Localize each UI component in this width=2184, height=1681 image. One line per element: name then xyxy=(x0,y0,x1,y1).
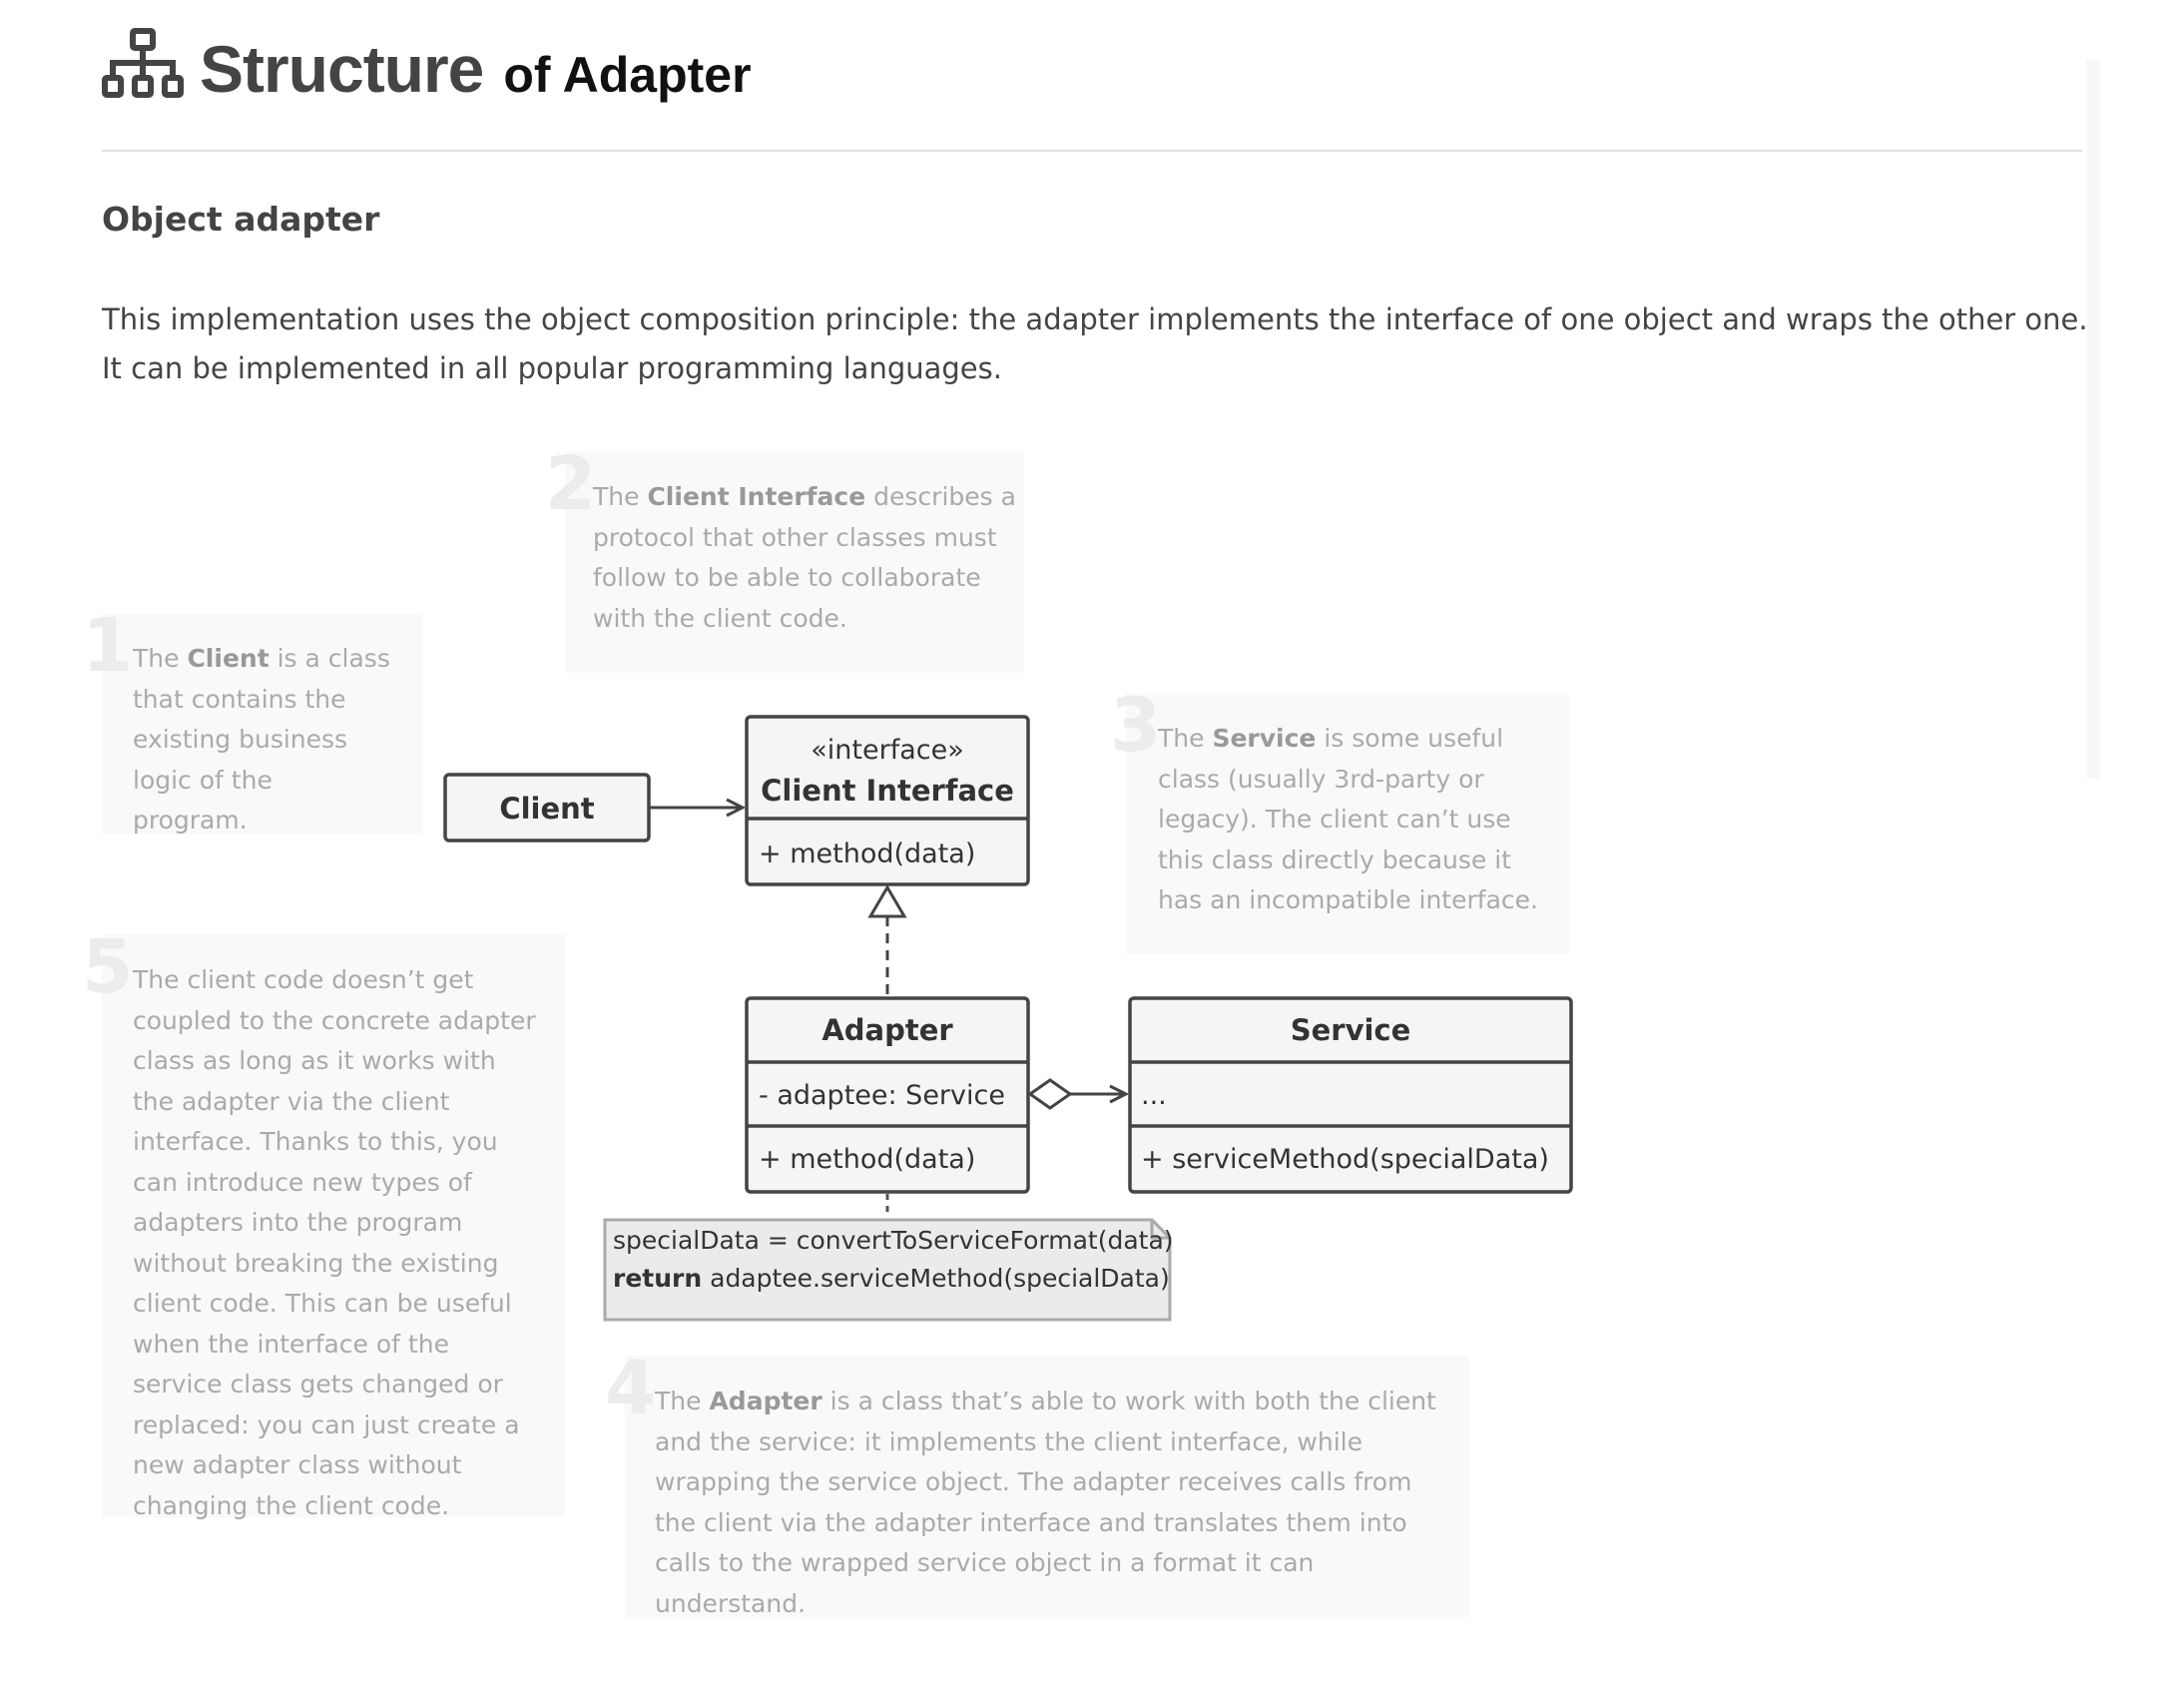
service-class-name: Service xyxy=(1291,1013,1411,1047)
interface-stereotype: «interface» xyxy=(811,735,963,766)
client-interface-name: Client Interface xyxy=(761,774,1014,808)
note-number: 2 xyxy=(545,441,597,527)
header-divider xyxy=(102,150,2082,152)
code-note-text: specialData = convertToServiceFormat(dat… xyxy=(613,1222,1174,1298)
adapter-field: - adaptee: Service xyxy=(759,1080,1005,1111)
note-text: The client code doesn’t get coupled to t… xyxy=(133,965,536,1520)
client-interface-box: «interface» Client Interface + method(da… xyxy=(745,715,1030,886)
sitemap-icon xyxy=(102,28,184,98)
realization-triangle xyxy=(867,884,907,918)
aggregation-diamond xyxy=(1027,1078,1073,1110)
page-header: Structure of Adapter xyxy=(102,28,752,102)
note-text: The Client Interface describes a protoco… xyxy=(593,482,1016,633)
note-5: 5 The client code doesn’t get coupled to… xyxy=(82,930,565,1520)
client-class-name: Client xyxy=(499,792,594,826)
note-text: The Service is some useful class (usuall… xyxy=(1158,724,1538,914)
note-1: 1 The Client is a class that contains th… xyxy=(82,609,423,835)
note-text: The Client is a class that contains the … xyxy=(133,644,390,835)
adapter-class-name: Adapter xyxy=(821,1013,953,1047)
service-method: + serviceMethod(specialData) xyxy=(1141,1144,1549,1175)
code-line-1: specialData = convertToServiceFormat(dat… xyxy=(613,1226,1174,1255)
code-note-box xyxy=(603,1218,1172,1322)
note-number: 1 xyxy=(82,603,134,689)
service-field: ... xyxy=(1141,1080,1167,1111)
note-2: 2 The Client Interface describes a proto… xyxy=(545,447,1024,673)
page-subtitle: of Adapter xyxy=(503,47,752,103)
section-heading: Object adapter xyxy=(102,200,380,239)
adapter-method: + method(data) xyxy=(759,1144,975,1175)
adapter-class-box: Adapter - adaptee: Service + method(data… xyxy=(745,996,1030,1194)
page-title: Structure xyxy=(200,32,484,106)
note-4: 4 The Adapter is a class that’s able to … xyxy=(605,1352,1469,1618)
service-class-box: Service ... + serviceMethod(specialData) xyxy=(1128,996,1573,1194)
client-interface-method: + method(data) xyxy=(759,839,975,869)
code-line-2: return adaptee.serviceMethod(specialData… xyxy=(613,1264,1170,1293)
note-text: The Adapter is a class that’s able to wo… xyxy=(655,1387,1436,1618)
note-number: 3 xyxy=(1110,683,1162,769)
note-number: 4 xyxy=(605,1346,657,1431)
section-intro: This implementation uses the object comp… xyxy=(102,302,2088,385)
client-class-box: Client xyxy=(443,773,651,842)
page-edge xyxy=(2086,60,2100,779)
note-number: 5 xyxy=(82,924,134,1010)
note-3: 3 The Service is some useful class (usua… xyxy=(1110,689,1569,954)
